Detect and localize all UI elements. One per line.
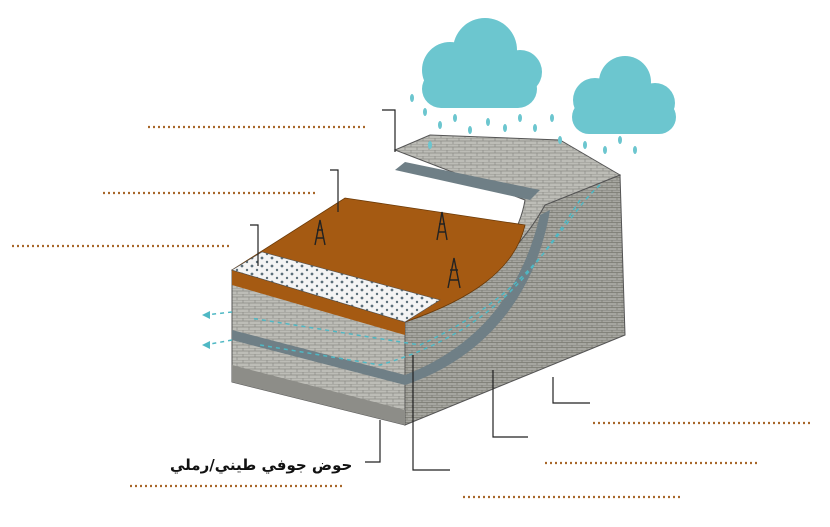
rain-drops <box>410 94 637 154</box>
clay-layer-front <box>232 270 405 335</box>
well-derrick-icon <box>314 211 461 289</box>
water-flow-arrows <box>204 184 601 366</box>
answer-blanks <box>12 125 810 499</box>
cloud-icon <box>572 56 676 134</box>
aquifer-band-top <box>395 162 540 200</box>
leader-lines <box>250 109 590 471</box>
arrow-heads <box>202 311 210 349</box>
aquifer-band-front <box>232 330 405 385</box>
cloud-icon <box>422 18 542 108</box>
aquifer-type-label: حوض جوفي طيني/رملي <box>170 456 353 474</box>
sand-strip <box>231 251 441 323</box>
bedrock-layer <box>232 365 405 425</box>
